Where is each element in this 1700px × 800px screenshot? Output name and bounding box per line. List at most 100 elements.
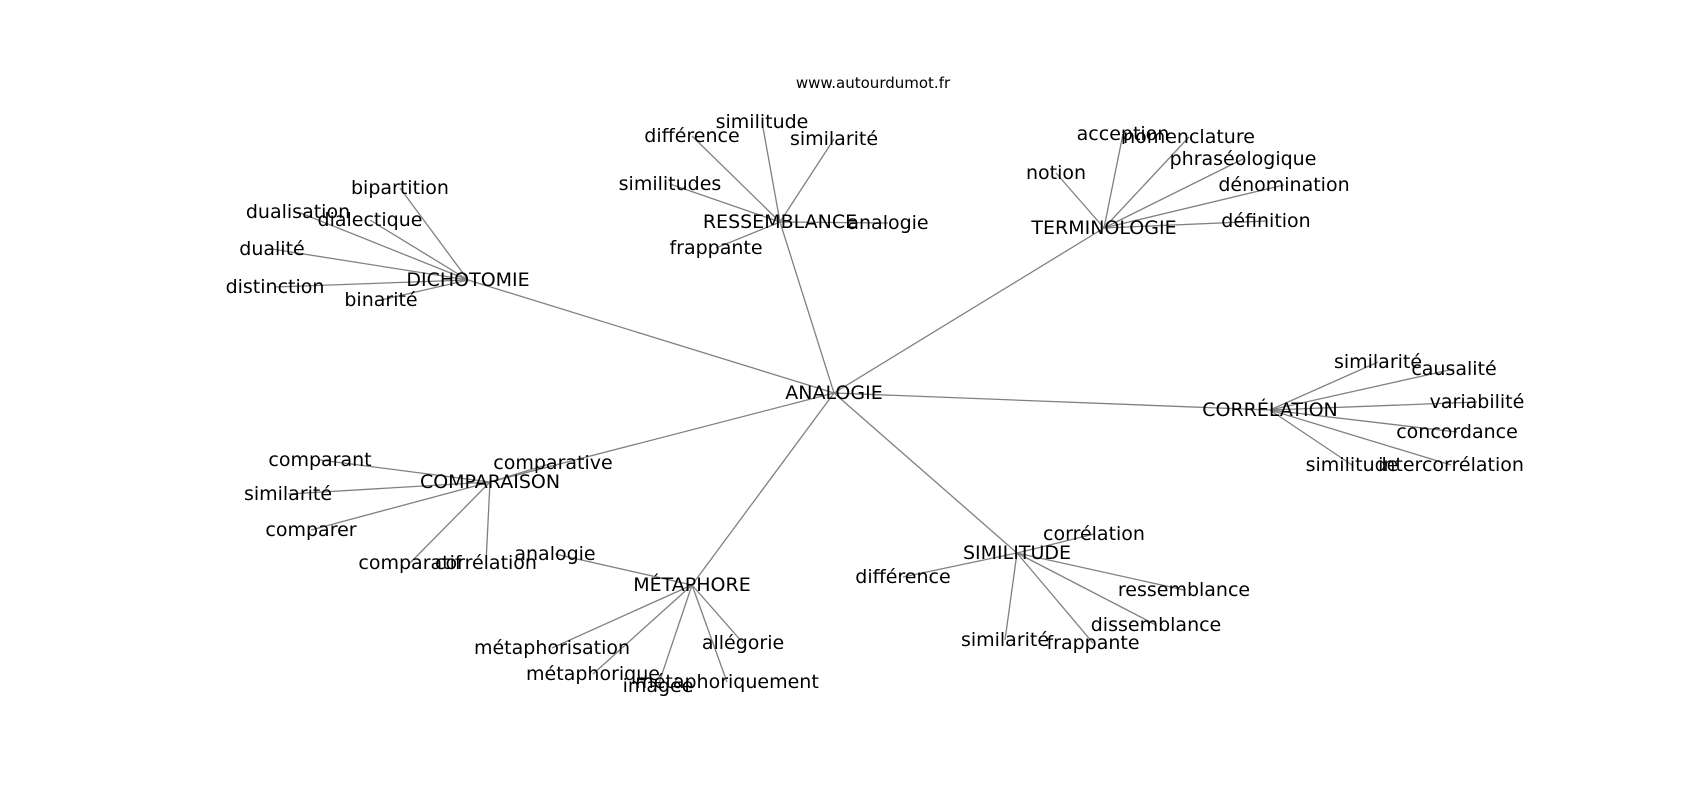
- leaf-node-comparaison: similarité: [244, 483, 332, 505]
- edge-ressemblance-3: [669, 183, 781, 223]
- edge-metaphore-5: [691, 584, 728, 683]
- edge-terminologie-0: [1103, 133, 1124, 229]
- edge-comparaison-1: [489, 462, 554, 483]
- edge-terminologie-4: [1103, 184, 1285, 229]
- leaf-node-correlation: intercorrélation: [1378, 454, 1524, 476]
- leaf-node-dichotomie: dualité: [239, 238, 304, 260]
- leaf-node-metaphore: allégorie: [702, 632, 784, 654]
- edge-correlation-1: [1269, 368, 1455, 411]
- leaf-node-comparaison: comparatif: [358, 552, 462, 574]
- edge-similitude-1: [902, 552, 1018, 578]
- leaf-node-comparaison: comparant: [268, 449, 371, 471]
- edge-metaphore-2: [691, 584, 744, 644]
- edge-correlation-0: [1269, 361, 1379, 411]
- edges-layer: [271, 121, 1478, 687]
- edge-similitude-5: [1016, 552, 1094, 644]
- leaf-node-dichotomie: distinction: [226, 276, 325, 298]
- edge-ressemblance-4: [779, 221, 889, 224]
- leaf-node-metaphore: imagée: [623, 675, 694, 697]
- edge-correlation-2: [1269, 401, 1478, 411]
- edge-terminologie-1: [1103, 136, 1190, 229]
- leaf-node-terminologie: définition: [1221, 210, 1310, 232]
- hub-node-similitude: SIMILITUDE: [963, 542, 1071, 564]
- leaf-node-correlation: causalité: [1411, 358, 1496, 380]
- leaf-node-terminologie: notion: [1026, 162, 1086, 184]
- edge-similitude-0: [1016, 533, 1095, 554]
- edge-dichotomie-5: [380, 279, 469, 301]
- edge-similitude-3: [1016, 552, 1157, 626]
- leaf-node-dichotomie: dualisation: [246, 201, 350, 223]
- leaf-node-terminologie: dénomination: [1218, 174, 1349, 196]
- edge-correlation-5: [1269, 409, 1452, 466]
- edge-root-correlation: [833, 392, 1271, 411]
- edge-comparaison-5: [485, 481, 491, 564]
- edge-dichotomie-2: [369, 219, 469, 281]
- leaf-node-similitude: différence: [855, 566, 950, 588]
- hub-node-metaphore: MÉTAPHORE: [633, 573, 750, 596]
- leaf-node-ressemblance: similitude: [716, 111, 809, 133]
- edge-ressemblance-2: [779, 138, 835, 223]
- edge-comparaison-0: [319, 459, 491, 483]
- edge-ressemblance-5: [715, 221, 781, 249]
- leaf-node-ressemblance: analogie: [847, 212, 928, 234]
- leaf-node-similitude: ressemblance: [1118, 579, 1250, 601]
- edge-comparaison-3: [310, 481, 491, 531]
- edge-root-terminologie: [833, 227, 1105, 394]
- edge-ressemblance-0: [761, 121, 781, 223]
- leaf-node-similitude: frappante: [1046, 632, 1139, 654]
- leaf-node-metaphore: analogie: [514, 543, 595, 565]
- edge-dichotomie-0: [399, 187, 469, 281]
- leaf-node-ressemblance: différence: [644, 125, 739, 147]
- edge-root-metaphore: [691, 392, 835, 586]
- edge-comparaison-4: [409, 481, 491, 564]
- edge-metaphore-3: [592, 584, 693, 675]
- leaf-node-dichotomie: bipartition: [351, 177, 449, 199]
- edge-metaphore-1: [551, 584, 693, 649]
- edge-dichotomie-4: [274, 279, 469, 288]
- leaf-node-comparaison: corrélation: [435, 552, 537, 574]
- edge-ressemblance-1: [691, 135, 781, 223]
- leaf-node-ressemblance: similarité: [790, 128, 878, 150]
- labels-layer: www.autourdumot.fr ANALOGIE DICHOTOMIE bip…: [226, 74, 1525, 697]
- edge-root-comparaison: [489, 392, 835, 483]
- edge-dichotomie-1: [297, 211, 469, 281]
- edge-root-ressemblance: [779, 221, 835, 394]
- leaf-node-similitude: dissemblance: [1091, 614, 1222, 636]
- edge-dichotomie-3: [271, 248, 469, 281]
- leaf-node-terminologie: nomenclature: [1123, 126, 1255, 148]
- leaf-node-correlation: similitude: [1306, 454, 1399, 476]
- hub-node-correlation: CORRÉLATION: [1202, 398, 1338, 421]
- edge-root-similitude: [833, 392, 1018, 554]
- edge-similitude-4: [1004, 552, 1018, 641]
- edge-comparaison-2: [287, 481, 491, 495]
- hub-node-comparaison: COMPARAISON: [420, 471, 560, 493]
- hub-node-dichotomie: DICHOTOMIE: [406, 269, 529, 291]
- edge-correlation-4: [1269, 409, 1353, 466]
- source-caption: www.autourdumot.fr: [796, 74, 951, 92]
- leaf-node-metaphore: métaphorique: [526, 663, 660, 685]
- leaf-node-metaphore: métaphoriquement: [635, 671, 819, 693]
- edge-terminologie-5: [1103, 220, 1267, 229]
- leaf-node-dichotomie: binarité: [344, 289, 417, 311]
- edge-terminologie-3: [1055, 172, 1105, 229]
- edge-similitude-2: [1016, 552, 1185, 591]
- leaf-node-terminologie: acception: [1077, 123, 1170, 145]
- leaf-node-comparaison: comparative: [493, 452, 612, 474]
- hub-node-terminologie: TERMINOLOGIE: [1030, 217, 1176, 239]
- leaf-node-similitude: corrélation: [1043, 523, 1145, 545]
- leaf-node-terminologie: phraséologique: [1170, 148, 1317, 170]
- leaf-node-comparaison: comparer: [265, 519, 356, 541]
- leaf-node-ressemblance: frappante: [669, 237, 762, 259]
- edge-correlation-3: [1269, 409, 1458, 433]
- leaf-node-similitude: similarité: [961, 629, 1049, 651]
- edge-metaphore-0: [554, 553, 693, 586]
- root-node-label: ANALOGIE: [785, 382, 882, 404]
- leaf-node-correlation: similarité: [1334, 351, 1422, 373]
- edge-root-dichotomie: [467, 279, 835, 394]
- leaf-node-metaphore: métaphorisation: [474, 637, 630, 659]
- leaf-node-correlation: variabilité: [1430, 391, 1525, 413]
- edge-terminologie-2: [1103, 158, 1244, 229]
- leaf-node-correlation: concordance: [1396, 421, 1518, 443]
- edge-metaphore-4: [657, 584, 693, 687]
